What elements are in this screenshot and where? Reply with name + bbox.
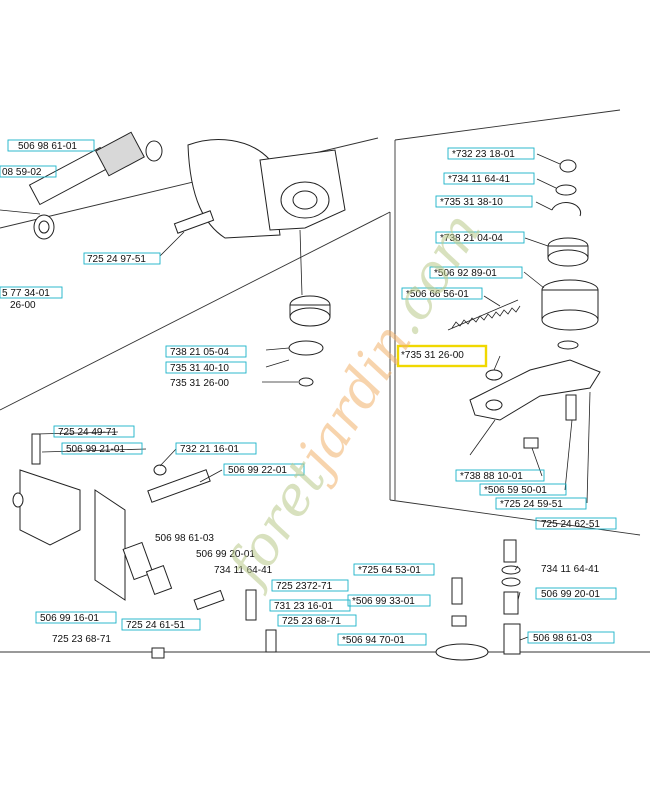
right-tensioner-assembly [447,159,601,655]
part-label: 506 98 61-03 [155,533,214,544]
part-label: *506 94 70-01 [342,635,405,646]
part-label: 735 31 40-10 [170,363,229,374]
label-box [443,172,535,185]
part-label: *506 92 89-01 [434,268,497,279]
label-box [7,139,95,152]
part-label: *506 99 33-01 [352,596,415,607]
label-box [223,463,305,476]
label-box [535,587,617,600]
engine-housing [173,139,346,296]
label-box [61,442,143,455]
label-box [353,563,435,576]
part-label: 725 24 97-51 [87,254,146,265]
label-box [447,147,535,160]
part-label: 725 23 68-71 [52,634,111,645]
watermark: foretjardin.com [213,201,493,598]
part-label: 738 21 05-04 [170,347,229,358]
part-label: 506 99 22-01 [228,465,287,476]
label-box [337,633,427,646]
part-label: *725 64 53-01 [358,565,421,576]
part-label: 5 77 34-01 [2,288,50,299]
label-box [347,594,431,607]
part-label: *738 88 10-01 [460,471,523,482]
label-box [121,618,201,631]
part-label: 725 24 49-71 [58,427,117,438]
right-part-labels: *732 23 18-01 *734 11 64-41 *735 31 38-1… [396,147,617,644]
label-box [165,345,247,358]
label-box [175,442,257,455]
label-box [479,483,567,496]
leader-lines [35,153,591,641]
part-label: *725 24 59-51 [500,499,563,510]
part-label: *738 21 04-04 [440,233,503,244]
part-label: 506 99 20-01 [196,549,255,560]
label-box [277,614,357,627]
part-label: 26-00 [10,300,36,311]
part-label: 735 31 26-00 [170,378,229,389]
part-label: 734 11 64-41 [541,564,600,575]
part-label: 506 99 16-01 [40,613,99,624]
label-box [435,231,525,244]
label-box [83,252,161,265]
part-label: *506 59 50-01 [484,485,547,496]
part-label: 725 23 68-71 [282,616,341,627]
highlighted-part-label: *735 31 26-00 [401,350,464,361]
part-label: 506 98 61-01 [18,141,77,152]
part-label: *732 23 18-01 [452,149,515,160]
part-label: 725 24 61-51 [126,620,185,631]
label-box [535,517,617,530]
part-label: *506 66 56-01 [406,289,469,300]
highlight-box [396,344,488,368]
part-label: 725 24 62-51 [541,519,600,530]
bottom-center-parts [435,577,489,661]
part-label: 734 11 64-41 [214,565,273,576]
label-box [0,165,57,178]
label-box [429,266,523,279]
part-label: 08 59-02 [2,167,42,178]
part-labels: 506 98 61-01 08 59-02 725 24 97-51 5 77 … [0,139,435,646]
left-bracket-assembly [12,433,277,659]
part-label: 732 21 16-01 [180,444,239,455]
shaft-assembly [0,131,163,240]
center-bearing-stack [262,295,331,387]
svg-text:foretjardin.com: foretjardin.com [213,201,493,598]
label-box [53,425,135,438]
part-label: 506 98 61-03 [533,633,592,644]
part-label: *735 31 38-10 [440,197,503,208]
label-box [435,195,533,208]
label-box [269,599,351,612]
part-label: 725 2372-71 [276,581,333,592]
label-box [401,287,483,300]
label-box [495,497,587,510]
part-label: *734 11 64-41 [448,174,511,185]
label-box [35,611,117,624]
part-label: 731 23 16-01 [274,601,333,612]
label-box [527,631,615,644]
label-box [455,469,545,482]
part-label: 506 99 21-01 [66,444,125,455]
label-box [271,579,349,592]
label-box [0,286,63,299]
label-box [165,361,247,374]
part-label: 506 99 20-01 [541,589,600,600]
